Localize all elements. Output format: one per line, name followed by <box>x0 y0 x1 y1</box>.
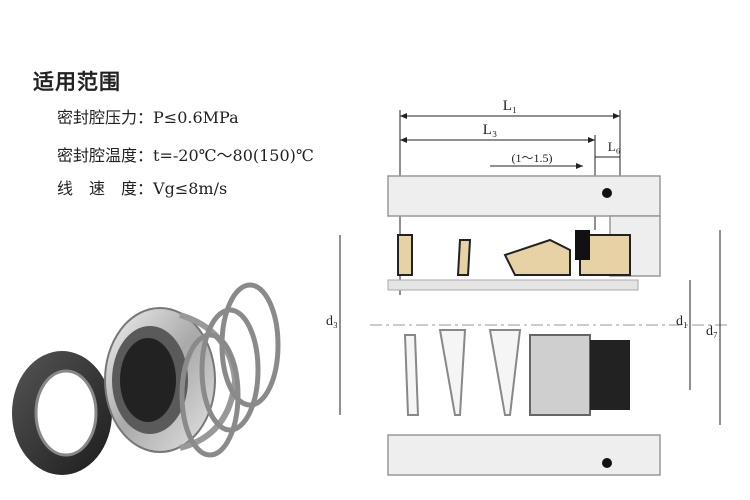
upper-rotary-parts <box>503 238 571 276</box>
spec-speed-value: Vg≤8m/s <box>153 179 228 198</box>
dim-label-d3: d₃ <box>326 314 338 329</box>
dim-label-d7: d₇ <box>706 324 718 339</box>
dim-label-d1: d₁ <box>676 314 688 329</box>
lower-spring-visual <box>403 329 522 416</box>
spec-temperature-value: t=-20℃～80(150)℃ <box>153 146 314 165</box>
seal-product-photo <box>12 282 281 475</box>
dim-label-range: (1～1.5) <box>512 151 553 165</box>
arrow-range-right <box>576 163 583 169</box>
dim-label-l3: L₃ <box>483 122 497 138</box>
oring-bottom <box>602 458 612 468</box>
seal-body <box>104 307 239 453</box>
dim-label-l1: L₁ <box>503 98 517 114</box>
spec-speed: 线 速 度：Vg≤8m/s <box>57 175 227 199</box>
shaft <box>387 279 639 291</box>
arrow-l3-right <box>588 137 595 143</box>
spec-title: 适用范围 <box>33 70 121 94</box>
spec-temperature: 密封腔温度：t=-20℃～80(150)℃ <box>57 142 314 166</box>
spec-pressure-value: P≤0.6MPa <box>153 108 239 127</box>
spec-pressure-label: 密封腔压力： <box>57 108 154 127</box>
spec-speed-label: 线 速 度： <box>57 179 154 198</box>
spring <box>179 282 281 458</box>
seat-ring <box>12 351 112 475</box>
oring-top <box>602 188 612 198</box>
dim-label-l6: L₆ <box>608 139 620 154</box>
spec-pressure: 密封腔压力：P≤0.6MPa <box>57 104 239 128</box>
arrow-l3-left <box>400 137 407 143</box>
upper-spring-end <box>456 239 472 276</box>
arrow-l1-right <box>613 113 620 119</box>
lower-seal-body <box>529 334 591 416</box>
housing <box>387 175 661 476</box>
seal-cross-section-drawing: L₁ L₃ (1～1.5) L₆ d₃ d₁ d₇ <box>326 98 730 476</box>
arrow-l1-left <box>400 113 407 119</box>
upper-black-face <box>575 230 590 260</box>
upper-seat-ring <box>397 234 413 276</box>
lower-seat <box>590 340 630 410</box>
spec-temperature-label: 密封腔温度： <box>57 146 154 165</box>
